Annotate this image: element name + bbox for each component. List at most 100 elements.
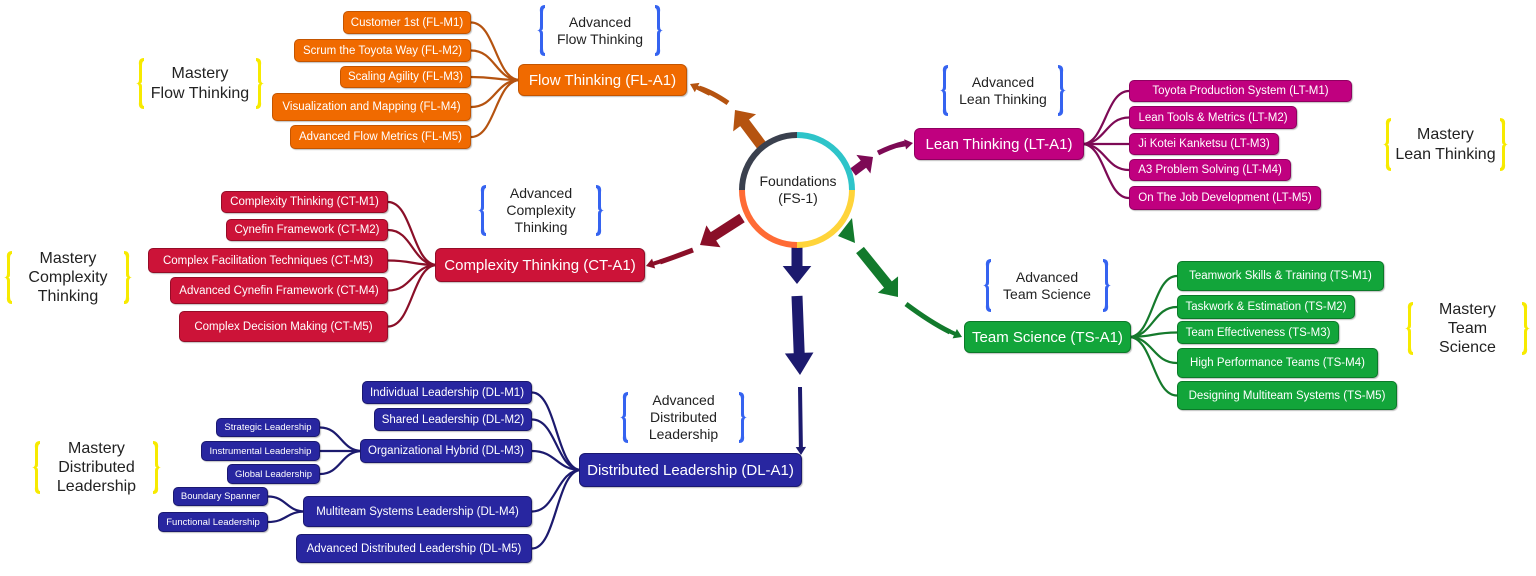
- team-module-node[interactable]: Taskwork & Estimation (TS-M2): [1177, 295, 1355, 319]
- brace-left-icon: [537, 5, 545, 56]
- leadership-submodule-node[interactable]: Boundary Spanner: [173, 487, 268, 506]
- leadership-submodule-node[interactable]: Functional Leadership: [158, 512, 268, 532]
- lean-module-node-label: Toyota Production System (LT-M1): [1152, 85, 1329, 97]
- brace-left-icon: [32, 441, 40, 494]
- lean-module-node[interactable]: Toyota Production System (LT-M1): [1129, 80, 1352, 102]
- flow-module-node-label: Scrum the Toyota Way (FL-M2): [302, 44, 463, 57]
- team-module-node[interactable]: Team Effectiveness (TS-M3): [1177, 321, 1339, 344]
- lean-advanced-brace-line: Lean Thinking: [959, 90, 1047, 107]
- flow-mastery-brace-line: Mastery: [171, 65, 229, 83]
- lean-mastery-brace-line: Mastery: [1417, 126, 1474, 144]
- arrow-to-flow-head: [690, 82, 711, 96]
- team-advanced-brace-line: Advanced: [1015, 268, 1079, 285]
- flow-main-node[interactable]: Flow Thinking (FL-A1): [518, 64, 687, 96]
- brace-right-icon: [1103, 259, 1111, 312]
- leadership-submodule-node[interactable]: Strategic Leadership: [216, 418, 320, 437]
- arrow-to-lean-head: [895, 139, 913, 150]
- brace-left-icon: [1383, 118, 1391, 171]
- lean-main-node[interactable]: Lean Thinking (LT-A1): [914, 128, 1084, 160]
- brace-left-icon: [940, 65, 948, 116]
- connector-complexity: [386, 263, 439, 292]
- flow-advanced-brace-line: Advanced: [568, 13, 632, 30]
- leadership-module-node[interactable]: Organizational Hybrid (DL-M3): [360, 439, 532, 463]
- leadership-main-node[interactable]: Distributed Leadership (DL-A1): [579, 453, 802, 487]
- foundations-node[interactable]: Foundations (FS-1): [740, 134, 856, 246]
- connector-sub: [266, 510, 307, 524]
- team-module-node[interactable]: High Performance Teams (TS-M4): [1177, 348, 1378, 378]
- flow-module-node[interactable]: Scaling Agility (FL-M3): [340, 66, 471, 88]
- complexity-module-node[interactable]: Cynefin Framework (CT-M2): [226, 219, 388, 241]
- arrow-to-team: [856, 246, 899, 297]
- team-module-node[interactable]: Teamwork Skills & Training (TS-M1): [1177, 261, 1384, 291]
- lean-module-node-label: Ji Kotei Kanketsu (LT-M3): [1138, 138, 1270, 150]
- leadership-submodule-node-label: Global Leadership: [234, 468, 313, 480]
- leadership-module-node[interactable]: Multiteam Systems Leadership (DL-M4): [303, 496, 532, 527]
- connector-team: [1127, 335, 1179, 365]
- team-main-node[interactable]: Team Science (TS-A1): [964, 321, 1131, 353]
- brace-right-icon: [739, 392, 747, 443]
- brace-left-icon: [136, 58, 144, 109]
- flow-main-node-label: Flow Thinking (FL-A1): [528, 71, 677, 89]
- complexity-main-node-label: Complexity Thinking (CT-A1): [444, 256, 636, 274]
- leadership-module-node-label: Advanced Distributed Leadership (DL-M5): [306, 542, 522, 555]
- team-main-node-label: Team Science (TS-A1): [972, 328, 1123, 346]
- team-advanced-brace-line: Team Science: [1003, 285, 1091, 302]
- connector-sub: [266, 495, 307, 513]
- complexity-mastery-brace-line: Thinking: [37, 288, 99, 306]
- leadership-module-node[interactable]: Advanced Distributed Leadership (DL-M5): [296, 534, 532, 563]
- leadership-submodule-node-label: Functional Leadership: [166, 516, 260, 528]
- leadership-mastery-brace-line: Leadership: [56, 478, 137, 496]
- lean-mastery-brace-line: Lean Thinking: [1395, 145, 1496, 163]
- complexity-module-node-label: Advanced Cynefin Framework (CT-M4): [179, 284, 379, 297]
- complexity-module-node[interactable]: Complex Decision Making (CT-M5): [179, 311, 388, 342]
- lean-module-node-label: On The Job Development (LT-M5): [1138, 192, 1312, 204]
- connector-lean: [1080, 142, 1131, 172]
- brace-right-icon: [1058, 65, 1066, 116]
- flow-module-node[interactable]: Scrum the Toyota Way (FL-M2): [294, 39, 471, 62]
- lean-module-node[interactable]: A3 Problem Solving (LT-M4): [1129, 159, 1291, 181]
- brace-left-icon: [4, 251, 12, 304]
- connector-sub: [318, 426, 364, 453]
- complexity-module-node[interactable]: Complexity Thinking (CT-M1): [221, 191, 388, 213]
- leadership-submodule-node-label: Strategic Leadership: [224, 422, 312, 433]
- leadership-submodule-node[interactable]: Instrumental Leadership: [201, 441, 320, 461]
- team-module-node-label: Designing Multiteam Systems (TS-M5): [1188, 389, 1386, 402]
- brace-right-icon: [124, 251, 132, 304]
- flow-module-node[interactable]: Advanced Flow Metrics (FL-M5): [290, 125, 471, 149]
- brace-left-icon: [478, 185, 486, 236]
- flow-module-node[interactable]: Visualization and Mapping (FL-M4): [272, 93, 471, 121]
- leadership-module-node-label: Shared Leadership (DL-M2): [381, 413, 525, 426]
- leadership-module-node[interactable]: Shared Leadership (DL-M2): [374, 408, 532, 431]
- lean-module-node[interactable]: Ji Kotei Kanketsu (LT-M3): [1129, 133, 1279, 155]
- flow-module-node-label: Customer 1st (FL-M1): [350, 16, 464, 29]
- lean-module-node[interactable]: Lean Tools & Metrics (LT-M2): [1129, 106, 1297, 129]
- brace-left-icon: [983, 259, 991, 312]
- leadership-module-node[interactable]: Individual Leadership (DL-M1): [362, 381, 532, 404]
- lean-module-node[interactable]: On The Job Development (LT-M5): [1129, 186, 1321, 210]
- complexity-module-node[interactable]: Complex Facilitation Techniques (CT-M3): [148, 248, 388, 273]
- brace-right-icon: [596, 185, 604, 236]
- complexity-module-node-label: Complex Decision Making (CT-M5): [194, 320, 373, 333]
- leadership-module-node-label: Multiteam Systems Leadership (DL-M4): [316, 505, 519, 518]
- brace-right-icon: [655, 5, 663, 56]
- flow-module-node[interactable]: Customer 1st (FL-M1): [343, 11, 471, 34]
- foundations-code: (FS-1): [778, 190, 818, 206]
- complexity-main-node[interactable]: Complexity Thinking (CT-A1): [435, 248, 645, 282]
- lean-module-node-label: Lean Tools & Metrics (LT-M2): [1138, 111, 1288, 124]
- leadership-submodule-node[interactable]: Global Leadership: [227, 464, 320, 484]
- flow-module-node-label: Scaling Agility (FL-M3): [347, 71, 464, 83]
- connector-sub: [318, 449, 364, 476]
- team-module-node[interactable]: Designing Multiteam Systems (TS-M5): [1177, 381, 1397, 410]
- complexity-module-node[interactable]: Advanced Cynefin Framework (CT-M4): [170, 277, 388, 304]
